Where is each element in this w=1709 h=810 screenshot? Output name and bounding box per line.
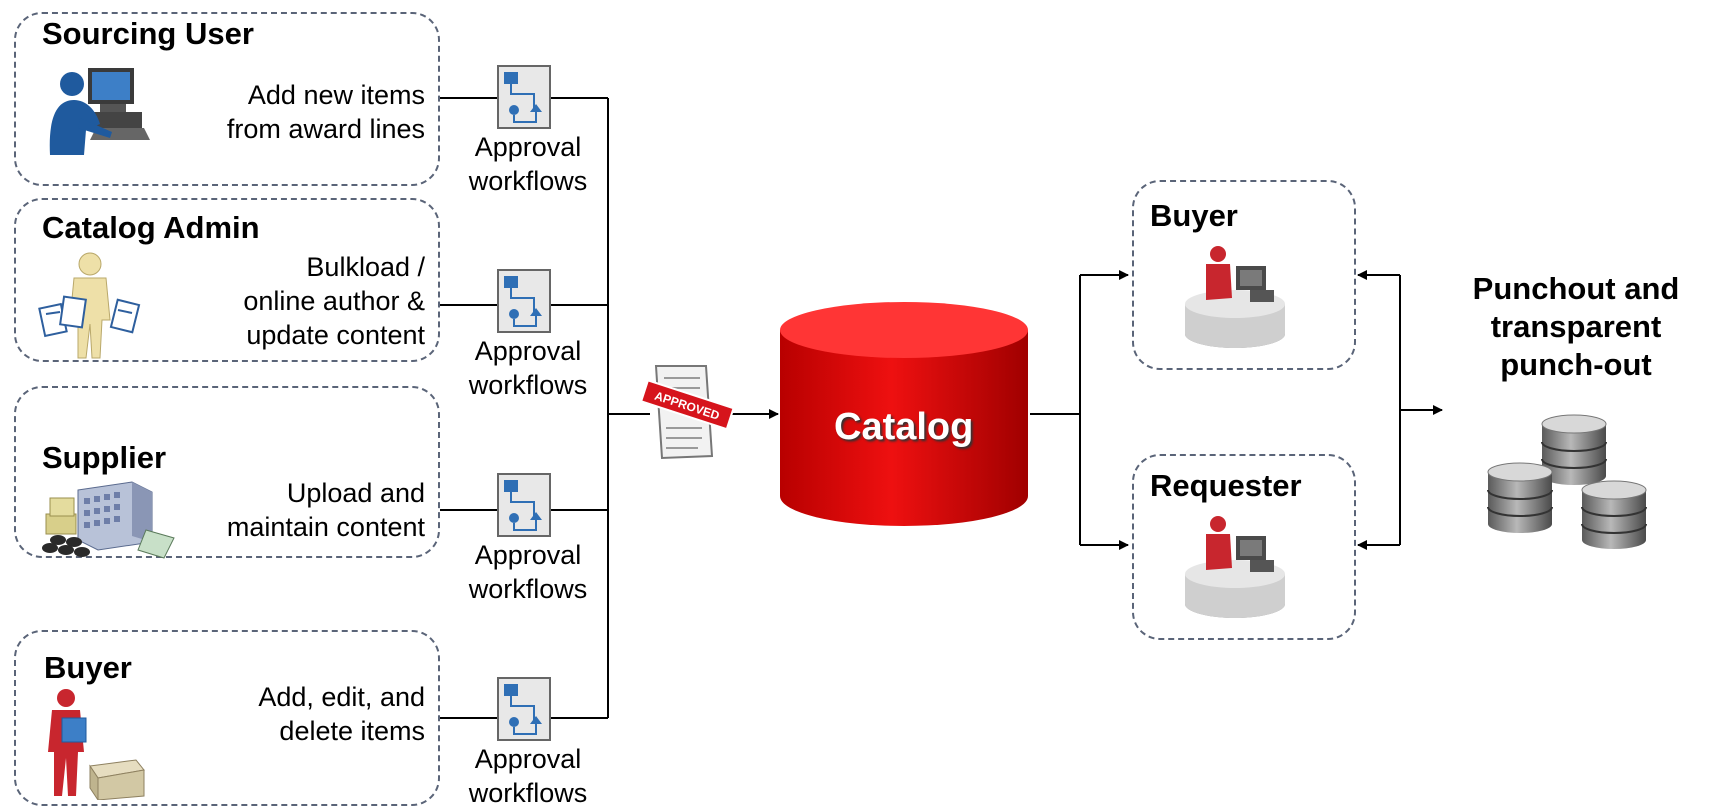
admin-documents-icon xyxy=(38,252,141,359)
workflow-icon xyxy=(497,677,551,741)
catalog-cylinder xyxy=(780,302,1028,526)
source-title: Catalog Admin xyxy=(42,210,260,245)
source-box-sourcing-user xyxy=(14,12,440,186)
source-box-supplier xyxy=(14,386,440,558)
source-description: Add new items from award lines xyxy=(226,80,425,144)
workflow-icon xyxy=(497,473,551,537)
computer-user-icon xyxy=(49,68,150,155)
approved-document-icon: APPROVED xyxy=(640,365,735,460)
workflow-label: Approval workflows xyxy=(468,132,588,196)
consumer-title: Buyer xyxy=(1150,198,1238,233)
source-box-buyer xyxy=(14,630,440,806)
source-title: Sourcing User xyxy=(42,16,254,51)
factory-icon xyxy=(42,481,175,559)
source-description: Upload and maintain content xyxy=(226,478,425,542)
source-title: Buyer xyxy=(44,650,132,685)
buyer-box-icon xyxy=(48,689,145,800)
workstation-user-icon xyxy=(1185,516,1285,618)
database-icon xyxy=(1541,414,1607,485)
database-icon xyxy=(1487,462,1553,533)
database-icon xyxy=(1581,480,1647,549)
consumer-box-buyer xyxy=(1132,180,1356,370)
workflow-icon xyxy=(497,269,551,333)
workstation-user-icon xyxy=(1185,246,1285,348)
workflow-label: Approval workflows xyxy=(468,540,588,604)
workflow-label: Approval workflows xyxy=(468,336,588,400)
workflow-icon xyxy=(497,65,551,129)
source-description: Bulkload / online author & update conten… xyxy=(243,252,425,350)
source-title: Supplier xyxy=(42,440,167,475)
catalog-label: Catalog xyxy=(834,406,974,448)
punchout-title: Punchout and transparent punch-out xyxy=(1472,271,1680,382)
source-description: Add, edit, and delete items xyxy=(258,682,425,746)
source-box-catalog-admin xyxy=(14,198,440,362)
consumer-box-requester xyxy=(1132,454,1356,640)
workflow-label: Approval workflows xyxy=(468,744,588,808)
consumer-title: Requester xyxy=(1150,468,1302,503)
database-stack-icon xyxy=(1487,414,1647,549)
